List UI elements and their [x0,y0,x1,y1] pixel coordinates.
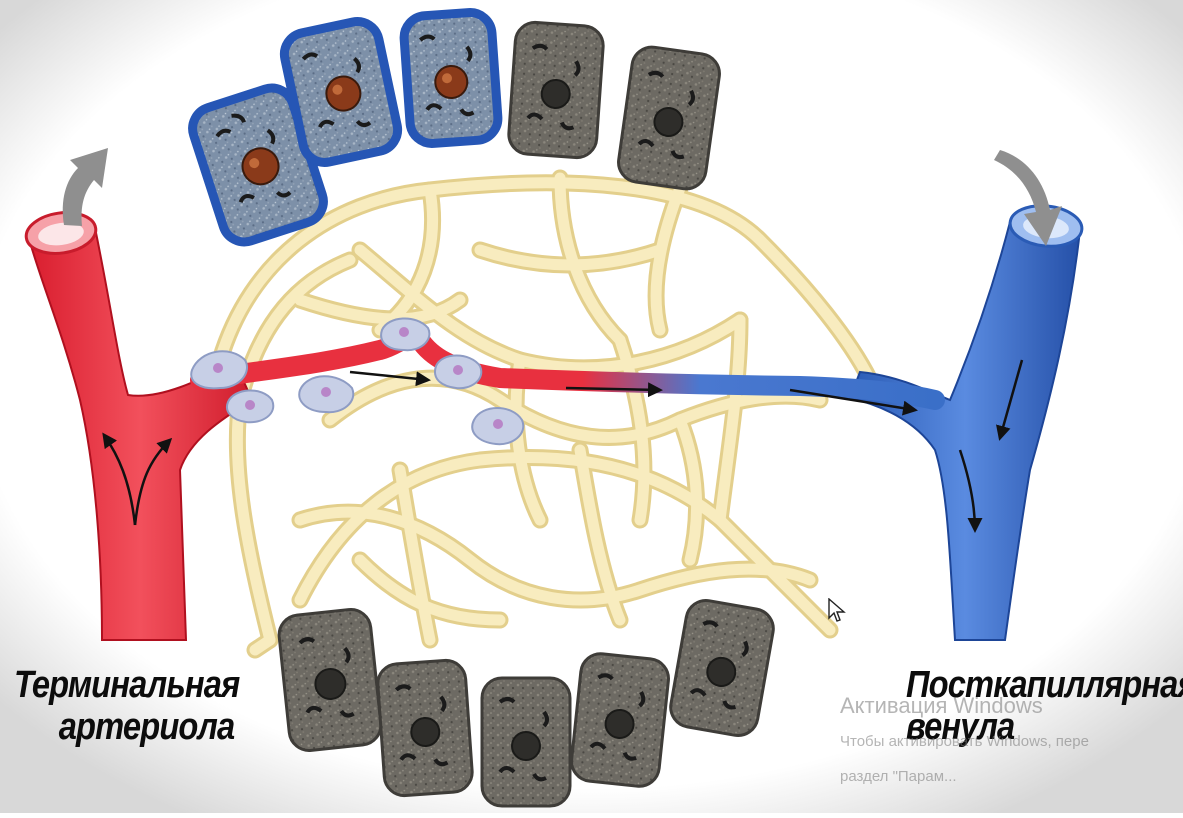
pericyte [227,390,273,422]
inactive-cell [508,21,605,159]
active-cell [280,17,401,166]
arteriole-label-line2: артериола [14,706,229,748]
pericyte [435,356,481,389]
inactive-cell [482,678,570,806]
inactive-cell [570,652,671,788]
windows-activation-line1: Чтобы активировать Windows, пере [840,733,1089,750]
inactive-cell [377,659,474,797]
pericyte [381,318,429,350]
mouse-cursor-icon [828,598,846,624]
active-cell [403,11,500,145]
pericyte [472,408,523,444]
inactive-cell [277,608,383,753]
arteriole-label: Терминальная артериола [14,664,229,748]
windows-activation-title: Активация Windows [840,693,1043,719]
windows-activation-line2: раздел "Парам... [840,768,957,785]
arteriole-label-line1: Терминальная [14,664,229,706]
inactive-cell [616,45,722,192]
pericyte [299,376,353,412]
